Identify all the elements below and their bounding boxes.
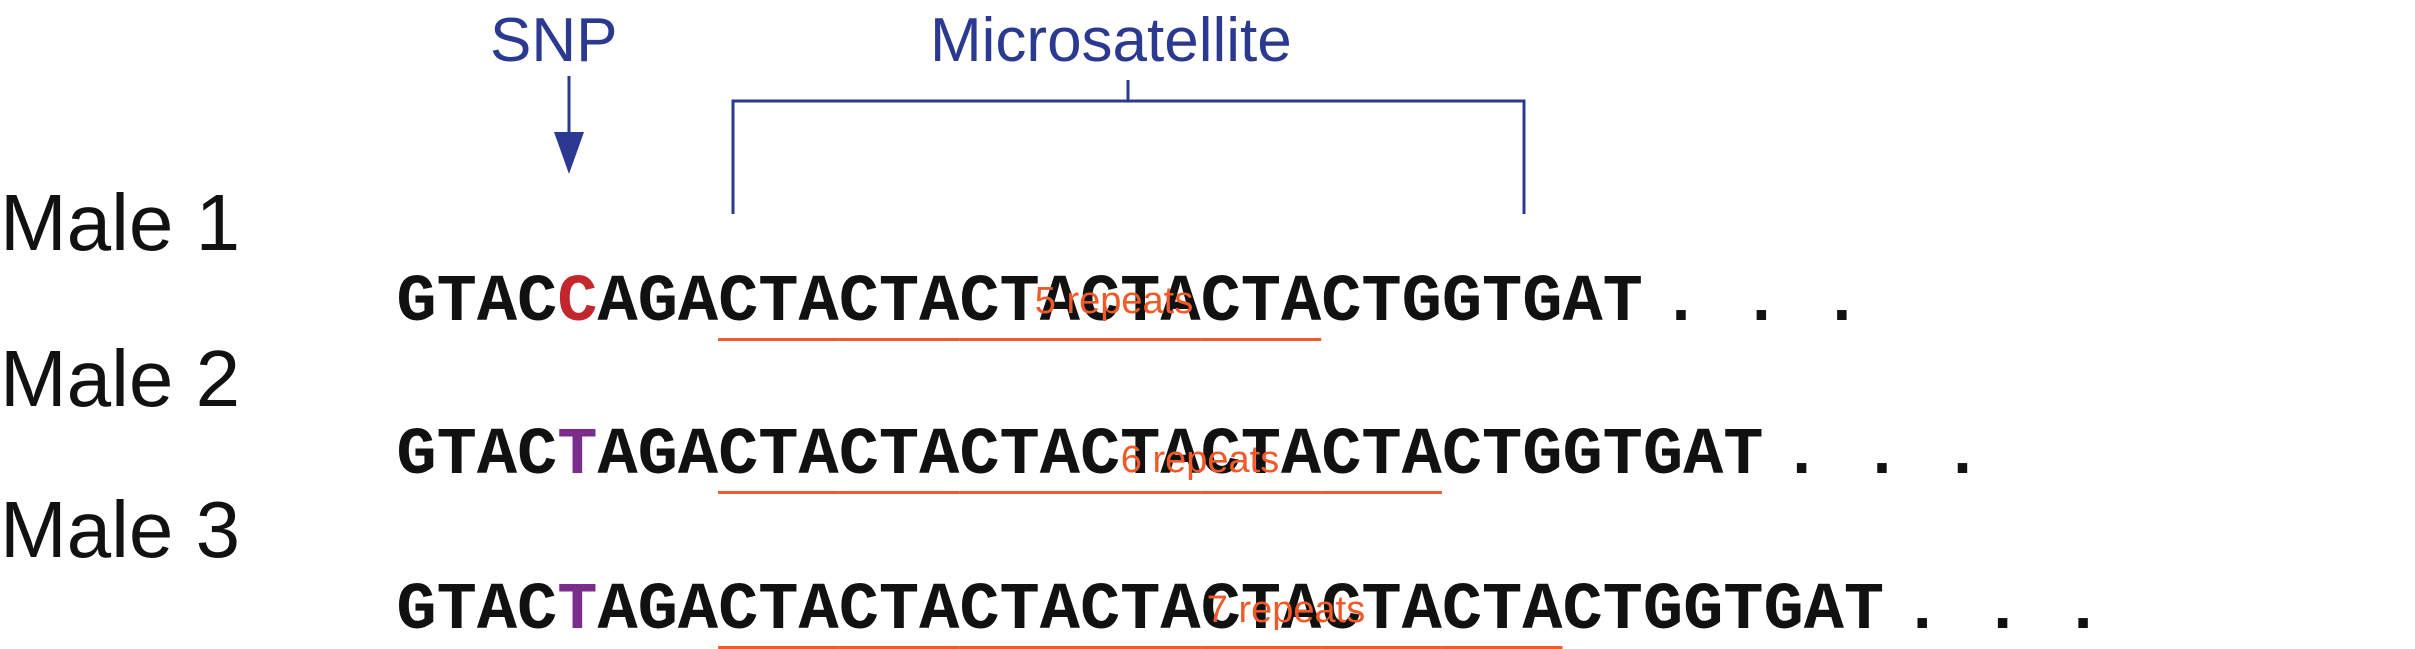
seq-ellipsis: . . .	[1781, 418, 1983, 494]
male-3-label: Male 3	[0, 485, 241, 574]
seq-middle: AGA	[597, 418, 719, 494]
microsatellite-bracket	[731, 99, 1526, 214]
seq-prefix: GTAC	[396, 573, 558, 649]
snp-arrow-head	[554, 132, 584, 174]
annotation-overlay	[554, 76, 1526, 214]
snp-base: T	[557, 418, 598, 494]
seq-suffix: CTGGTGAT	[1562, 573, 1885, 649]
seq-prefix: GTAC	[396, 418, 558, 494]
snp-label: SNP	[490, 6, 618, 75]
repeat-unit: CTA	[1321, 418, 1442, 494]
repeat-unit: CTA	[959, 573, 1080, 649]
seq-ellipsis: . . .	[1660, 265, 1862, 341]
repeat-unit: CTA	[838, 265, 960, 341]
repeats-label-2: 6 repeats	[1120, 439, 1280, 481]
sequence-row-1: GTACCAGACTACTACTACTACTACTGGTGAT. . .	[316, 203, 1862, 337]
repeat-group: CTACTACTACTACTA	[718, 265, 1321, 341]
seq-prefix: GTAC	[396, 265, 558, 341]
repeat-group: CTACTACTACTACTACTA	[718, 418, 1442, 494]
seq-suffix: CTGGTGAT	[1321, 265, 1643, 341]
repeat-unit: CTA	[718, 418, 839, 494]
seq-suffix: CTGGTGAT	[1441, 418, 1764, 494]
repeat-unit: CTA	[1200, 265, 1322, 341]
seq-middle: AGA	[597, 573, 719, 649]
repeat-unit: CTA	[1200, 418, 1322, 494]
repeat-unit: CTA	[718, 265, 839, 341]
repeats-label-3: 7 repeats	[1206, 589, 1366, 631]
sequence-row-2: GTACTAGACTACTACTACTACTACTACTGGTGAT. . .	[316, 356, 1982, 490]
repeat-unit: CTA	[959, 418, 1080, 494]
seq-ellipsis: . . .	[1902, 573, 2104, 649]
repeat-unit: CTA	[838, 573, 960, 649]
repeat-unit: CTA	[1079, 418, 1201, 494]
repeat-unit: CTA	[718, 573, 839, 649]
repeat-unit: CTA	[1079, 265, 1201, 341]
repeat-unit: CTA	[838, 418, 960, 494]
snp-base: C	[557, 265, 598, 341]
microsatellite-label: Microsatellite	[930, 6, 1292, 75]
male-1-label: Male 1	[0, 178, 241, 267]
repeats-label-1: 5 repeats	[1034, 280, 1194, 322]
seq-middle: AGA	[597, 265, 719, 341]
repeat-unit: CTA	[959, 265, 1080, 341]
snp-base: T	[557, 573, 598, 649]
male-2-label: Male 2	[0, 334, 241, 423]
